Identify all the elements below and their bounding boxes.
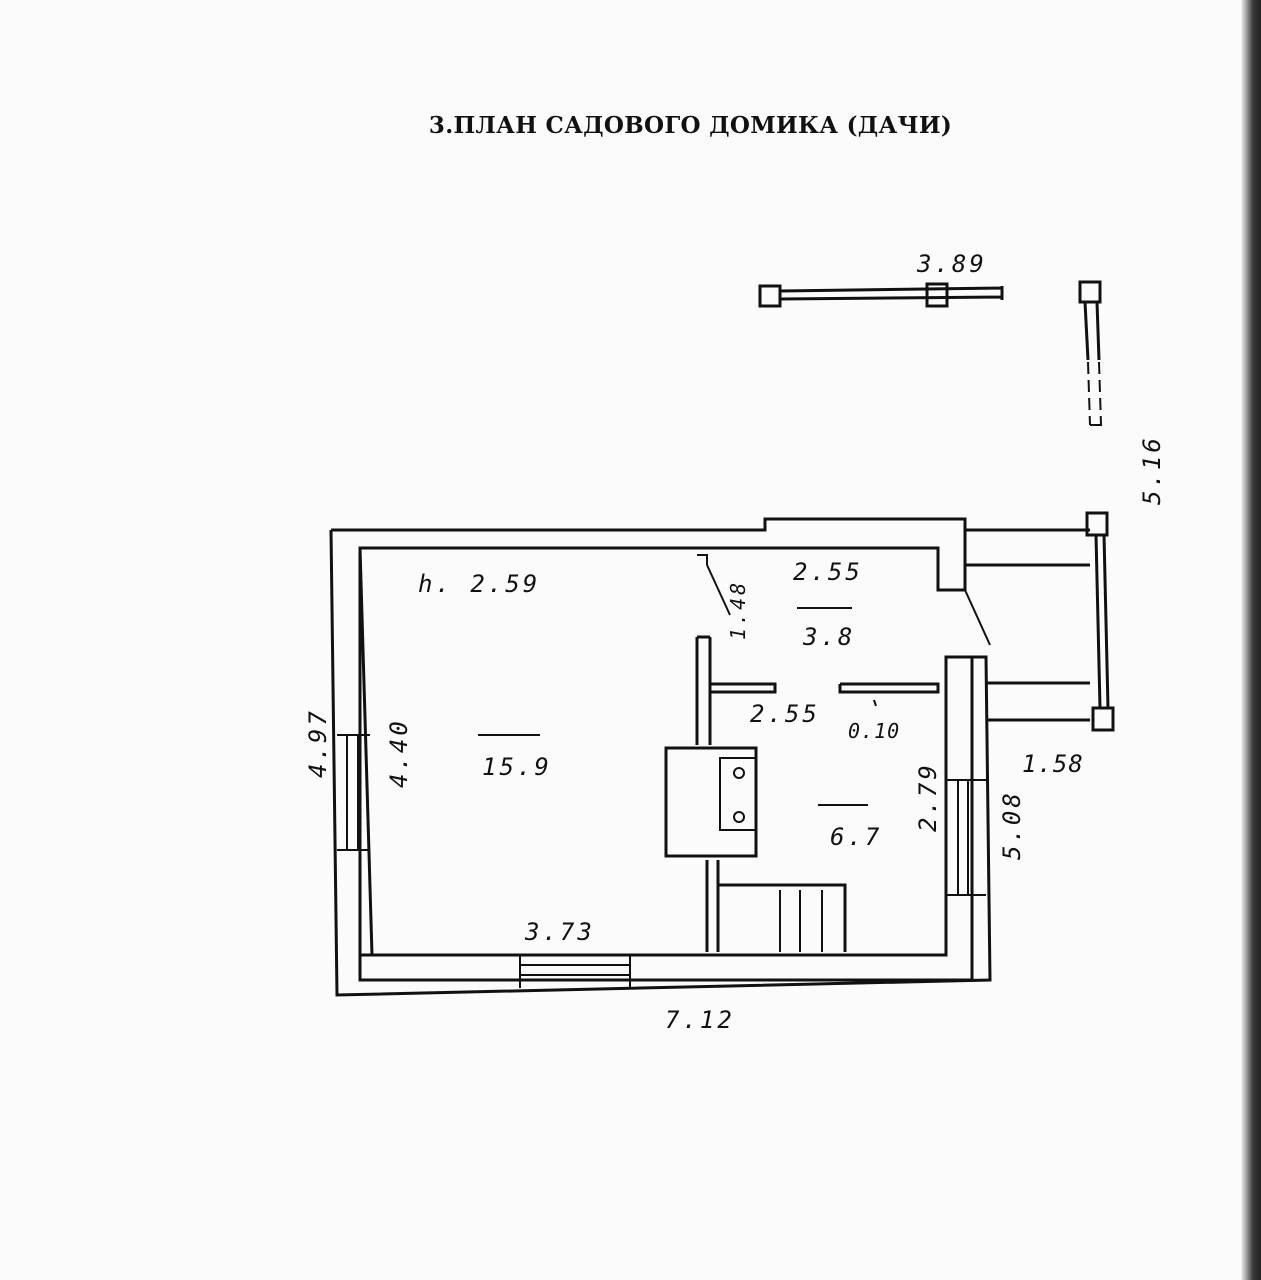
window-width-label: 3.73 [524, 918, 595, 946]
top-fragment [758, 280, 1102, 426]
inner-height-label: 4.40 [385, 718, 413, 788]
door-line [706, 564, 731, 616]
stairs [718, 883, 847, 952]
area-lines [478, 607, 877, 806]
hall-area-label: 3.8 [802, 623, 855, 651]
stove [664, 746, 758, 858]
ceiling-height-label: h. 2.59 [418, 570, 540, 598]
plan-title: 3.ПЛАН САДОВОГО ДОМИКА (ДАЧИ) [428, 112, 953, 139]
scan-edge-shadow [1241, 0, 1261, 1280]
kitchen-area-label: 6.7 [830, 823, 882, 851]
kitchen-height-label: 2.79 [914, 762, 942, 832]
total-length-label: 7.12 [665, 1006, 735, 1034]
porch-length-label: 5.16 [1138, 435, 1166, 505]
partitions [695, 554, 991, 952]
entrance-door-line [964, 589, 991, 646]
wall-thickness-label: 0.10 [848, 719, 900, 743]
side-width-label: 5.08 [998, 790, 1026, 860]
hall-width-label: 2.55 [793, 558, 863, 586]
porch-depth-label: 1.58 [1022, 750, 1084, 778]
outer-height-label: 4.97 [304, 708, 332, 778]
house-walls [329, 517, 992, 997]
kitchen-width-label: 2.55 [750, 700, 820, 728]
left-window [337, 734, 370, 851]
main-room-area-label: 15.9 [482, 753, 552, 781]
porch-width-label: 3.89 [916, 250, 987, 278]
hall-depth-label: 1.48 [726, 580, 750, 640]
right-window [946, 779, 986, 896]
bottom-window [519, 955, 631, 988]
porch [965, 511, 1115, 732]
